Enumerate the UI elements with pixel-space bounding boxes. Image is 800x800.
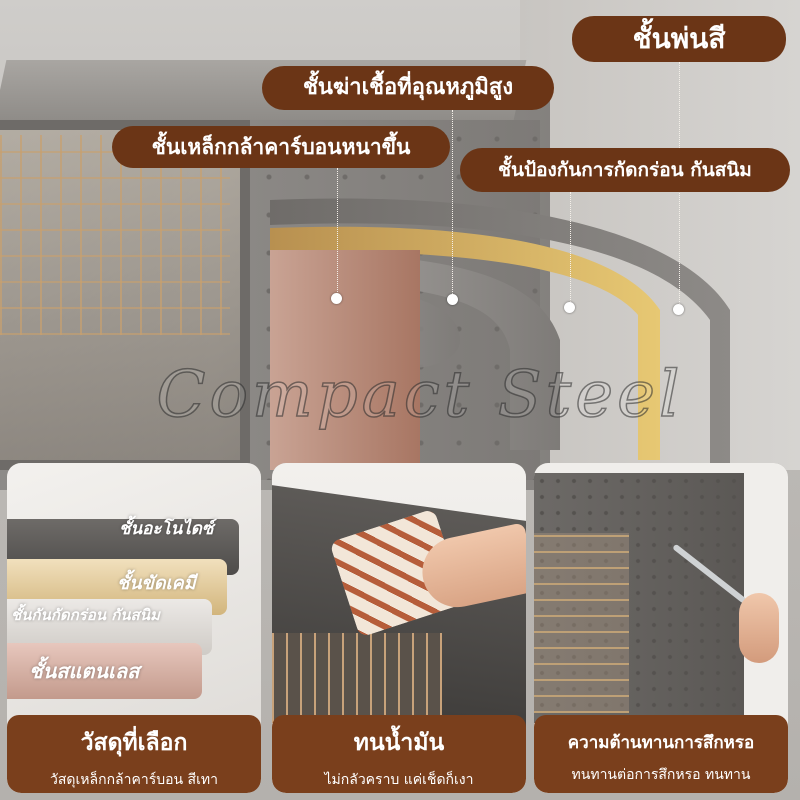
chemical-polish-label: ชั้นขัดเคมี bbox=[117, 573, 196, 594]
cabinet-grille bbox=[0, 135, 230, 335]
antibacterial-layer bbox=[270, 253, 560, 450]
panel-material-subtitle: วัสดุเหล็กกล้าคาร์บอน สีเทา bbox=[50, 772, 218, 788]
panel-wear-caption: ความต้านทานการสึกหรอ ทนทานต่อการสึกหรอ ท… bbox=[534, 715, 788, 793]
label-anti-corrosion-layer: ชั้นป้องกันการกัดกร่อน กันสนิม bbox=[460, 148, 790, 192]
panel-oil-title: ทนน้ำมัน bbox=[353, 730, 445, 756]
stainless-strip bbox=[7, 643, 202, 699]
panel-wear-subtitle: ทนทานต่อการสึกหรอ ทนทาน bbox=[571, 767, 751, 783]
layer-cross-section bbox=[270, 198, 730, 470]
panel-oil-caption: ทนน้ำมัน ไม่กลัวคราบ แค่เช็ดก็เงา bbox=[272, 715, 526, 793]
panel-wear-title: ความต้านทานการสึกหรอ bbox=[567, 733, 755, 753]
dot-anti-corrosion bbox=[564, 302, 575, 313]
label-antibacterial-layer: ชั้นฆ่าเชื้อที่อุณหภูมิสูง bbox=[262, 66, 554, 110]
dot-thick-steel bbox=[331, 293, 342, 304]
anodize-label: ชั้นอะโนไดซ์ bbox=[119, 519, 214, 539]
leader-line-thick-steel bbox=[337, 168, 338, 296]
leader-line-antibacterial bbox=[452, 110, 453, 298]
panel-oil-resistant: ทนน้ำมัน ไม่กลัวคราบ แค่เช็ดก็เงา bbox=[272, 463, 526, 793]
label-paint-layer: ชั้นพ่นสี bbox=[572, 16, 786, 62]
anti-corrosion-label: ชั้นกันกัดกร่อน กันสนิม bbox=[11, 606, 160, 624]
panel-material: ชั้นอะโนไดซ์ ชั้นขัดเคมี ชั้นกันกัดกร่อน… bbox=[7, 463, 261, 793]
panel-material-caption: วัสดุที่เลือก วัสดุเหล็กกล้าคาร์บอน สีเท… bbox=[7, 715, 261, 793]
label-thick-steel-layer: ชั้นเหล็กกล้าคาร์บอนหนาขึ้น bbox=[112, 126, 450, 168]
leader-line-anti-corrosion bbox=[570, 192, 571, 306]
finger bbox=[739, 593, 779, 663]
stainless-label: ชั้นสแตนเลส bbox=[29, 659, 140, 683]
panel-oil-subtitle: ไม่กลัวคราบ แค่เช็ดก็เงา bbox=[324, 772, 474, 788]
panel-material-title: วัสดุที่เลือก bbox=[80, 730, 188, 756]
dot-antibacterial bbox=[447, 294, 458, 305]
watermark: Compact Steel bbox=[156, 357, 684, 433]
cabinet-front-grille bbox=[272, 633, 442, 723]
cabinet-glass bbox=[534, 533, 629, 713]
copper-layer bbox=[270, 250, 420, 470]
dot-paint bbox=[673, 304, 684, 315]
panel-wear-resistant: ความต้านทานการสึกหรอ ทนทานต่อการสึกหรอ ท… bbox=[534, 463, 788, 793]
